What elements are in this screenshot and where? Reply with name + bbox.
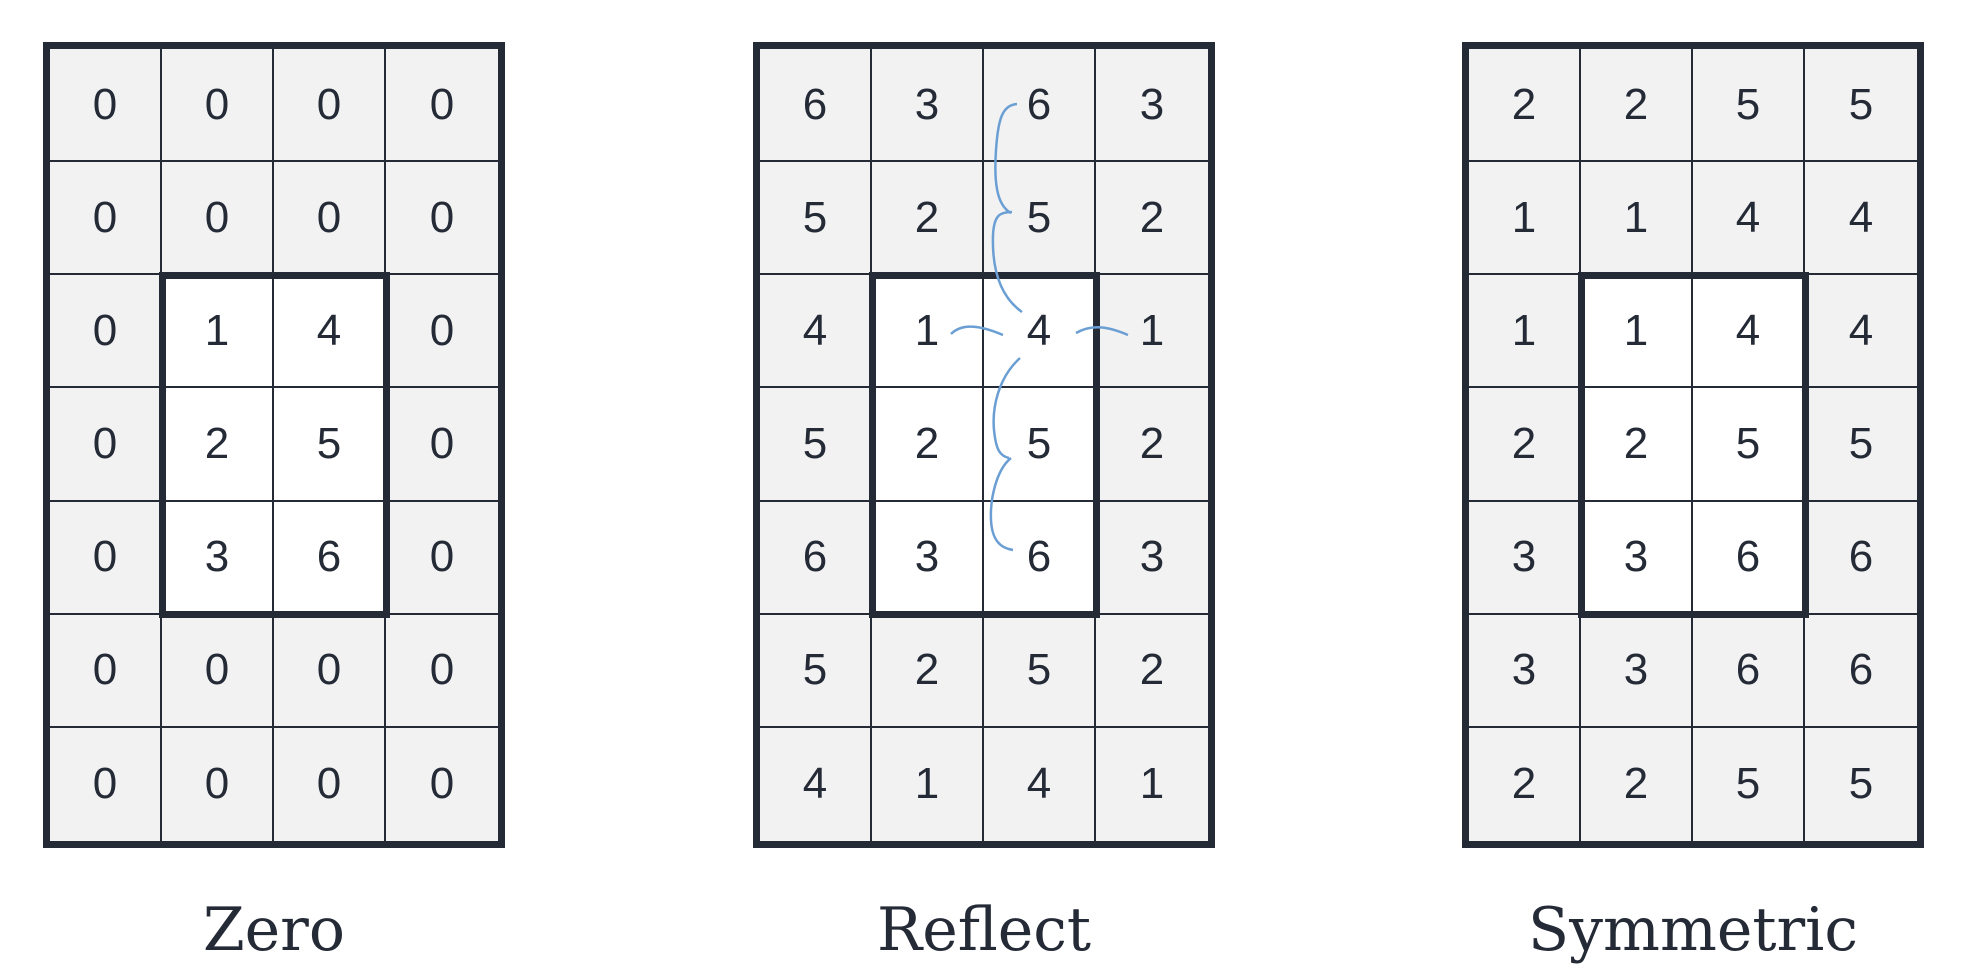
reflect-cell: 5 — [984, 162, 1096, 276]
symmetric-cell: 4 — [1693, 162, 1805, 276]
reflect-cell: 5 — [984, 614, 1096, 728]
reflect-padding-caption: Reflect — [877, 895, 1091, 965]
reflect-cell: 3 — [872, 49, 984, 163]
symmetric-cell: 5 — [1805, 388, 1917, 502]
reflect-cell: 5 — [760, 614, 872, 728]
reflect-cell: 1 — [1096, 275, 1208, 389]
reflect-cell: 2 — [872, 388, 984, 502]
symmetric-cell: 5 — [1805, 49, 1917, 163]
symmetric-cell: 1 — [1581, 275, 1693, 389]
symmetric-cell: 2 — [1581, 727, 1693, 841]
symmetric-cell: 5 — [1693, 388, 1805, 502]
zero-cell: 0 — [50, 614, 162, 728]
symmetric-cell: 1 — [1469, 162, 1581, 276]
symmetric-cell: 2 — [1469, 727, 1581, 841]
zero-cell: 0 — [162, 162, 274, 276]
reflect-cell: 5 — [760, 388, 872, 502]
reflect-cell: 1 — [872, 727, 984, 841]
zero-cell: 0 — [50, 162, 162, 276]
reflect-cell: 1 — [872, 275, 984, 389]
symmetric-cell: 5 — [1693, 49, 1805, 163]
zero-cell: 0 — [274, 162, 386, 276]
symmetric-cell: 2 — [1469, 49, 1581, 163]
zero-cell: 0 — [386, 388, 498, 502]
symmetric-cell: 3 — [1469, 614, 1581, 728]
reflect-cell: 6 — [984, 49, 1096, 163]
symmetric-cell: 2 — [1581, 388, 1693, 502]
reflect-cell: 6 — [760, 501, 872, 615]
symmetric-cell: 6 — [1805, 615, 1917, 728]
symmetric-cell: 4 — [1805, 275, 1917, 389]
zero-cell: 0 — [162, 727, 274, 841]
symmetric-cell: 6 — [1693, 614, 1805, 728]
symmetric-cell: 5 — [1693, 727, 1805, 841]
reflect-cell: 4 — [984, 727, 1096, 841]
symmetric-cell: 3 — [1581, 501, 1693, 615]
zero-cell: 6 — [274, 501, 386, 615]
reflect-cell: 2 — [1096, 388, 1208, 502]
reflect-cell: 5 — [984, 388, 1096, 502]
zero-cell: 0 — [162, 49, 274, 163]
symmetric-cell: 4 — [1693, 275, 1805, 389]
zero-cell: 0 — [50, 388, 162, 502]
symmetric-padding-caption: Symmetric — [1528, 895, 1858, 965]
symmetric-cell: 2 — [1581, 49, 1693, 163]
zero-cell: 0 — [386, 615, 498, 728]
zero-cell: 5 — [274, 388, 386, 502]
symmetric-cell: 3 — [1469, 501, 1581, 615]
zero-cell: 0 — [50, 275, 162, 389]
zero-cell: 0 — [274, 727, 386, 841]
zero-cell: 0 — [386, 162, 498, 276]
zero-cell: 1 — [162, 275, 274, 389]
reflect-cell: 4 — [984, 275, 1096, 389]
reflect-cell: 6 — [760, 49, 872, 163]
reflect-cell: 3 — [1096, 502, 1208, 615]
zero-cell: 0 — [162, 614, 274, 728]
reflect-cell: 4 — [760, 275, 872, 389]
symmetric-cell: 6 — [1693, 501, 1805, 615]
reflect-cell: 3 — [872, 501, 984, 615]
reflect-cell: 5 — [760, 162, 872, 276]
zero-cell: 0 — [50, 501, 162, 615]
zero-cell: 3 — [162, 501, 274, 615]
symmetric-cell: 1 — [1581, 162, 1693, 276]
zero-cell: 0 — [386, 275, 498, 389]
symmetric-cell: 6 — [1805, 502, 1917, 615]
reflect-cell: 2 — [872, 614, 984, 728]
zero-cell: 0 — [50, 49, 162, 163]
reflect-cell: 6 — [984, 501, 1096, 615]
zero-cell: 0 — [274, 49, 386, 163]
reflect-cell: 2 — [872, 162, 984, 276]
reflect-cell: 3 — [1096, 49, 1208, 163]
symmetric-cell: 4 — [1805, 162, 1917, 276]
symmetric-cell: 3 — [1581, 614, 1693, 728]
symmetric-cell: 1 — [1469, 275, 1581, 389]
reflect-cell: 1 — [1139, 759, 1165, 809]
reflect-cell: 2 — [1096, 162, 1208, 276]
zero-cell: 2 — [162, 388, 274, 502]
reflect-cell: 2 — [1096, 615, 1208, 728]
zero-cell: 0 — [386, 502, 498, 615]
symmetric-cell: 2 — [1469, 388, 1581, 502]
zero-cell: 0 — [274, 614, 386, 728]
symmetric-cell: 5 — [1848, 759, 1874, 809]
zero-cell: 0 — [386, 49, 498, 163]
zero-cell: 0 — [429, 759, 455, 809]
zero-cell: 4 — [274, 275, 386, 389]
zero-cell: 0 — [50, 727, 162, 841]
reflect-cell: 4 — [760, 727, 872, 841]
zero-padding-caption: Zero — [202, 895, 345, 965]
